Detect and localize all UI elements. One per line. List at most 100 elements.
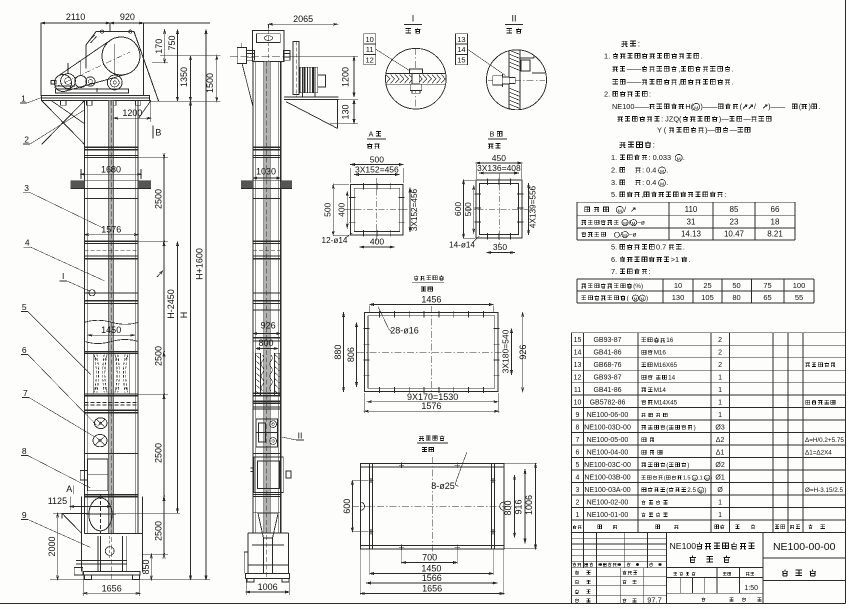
svg-text:NE100-06-00: NE100-06-00: [587, 412, 629, 419]
svg-text:Ø2: Ø2: [715, 462, 724, 469]
svg-text::: :: [649, 267, 651, 276]
svg-text:GB68-76: GB68-76: [593, 362, 621, 369]
svg-text:2: 2: [576, 499, 580, 506]
svg-text:M: M: [623, 233, 627, 238]
svg-text:2065: 2065: [293, 14, 313, 24]
svg-text:1656: 1656: [422, 584, 442, 594]
svg-text:85: 85: [730, 205, 739, 214]
svg-text:806: 806: [346, 347, 356, 362]
svg-text:55: 55: [795, 293, 803, 302]
svg-text:500: 500: [370, 155, 384, 165]
svg-text:2500: 2500: [154, 443, 164, 463]
svg-text:1200: 1200: [341, 67, 351, 87]
svg-text:1656: 1656: [102, 583, 122, 593]
svg-text:NE100-03D-00: NE100-03D-00: [584, 424, 631, 431]
svg-text:.: .: [818, 102, 820, 111]
svg-text:NE100-00-00: NE100-00-00: [773, 541, 836, 553]
svg-text:5.: 5.: [611, 190, 617, 199]
svg-text:16: 16: [666, 337, 674, 344]
svg-text:600: 600: [453, 202, 463, 216]
svg-text:: 0.4: : 0.4: [642, 166, 656, 175]
svg-text:(: (: [799, 102, 802, 111]
svg-text:)——: )——: [768, 102, 786, 111]
svg-text:I: I: [62, 271, 64, 281]
svg-text:66: 66: [771, 205, 780, 214]
svg-text:1006: 1006: [524, 495, 534, 515]
svg-text:400: 400: [370, 237, 384, 247]
svg-text:18: 18: [771, 218, 780, 227]
svg-text:NE100——: NE100——: [612, 102, 650, 111]
svg-text:130: 130: [341, 104, 351, 119]
svg-text:Δ2: Δ2: [716, 437, 725, 444]
svg-text:NE100-03A-00: NE100-03A-00: [584, 487, 630, 494]
svg-text:12: 12: [366, 56, 374, 65]
svg-text:1125: 1125: [48, 496, 67, 506]
svg-text:1.: 1.: [604, 52, 610, 61]
svg-text:NE100: NE100: [670, 541, 697, 551]
svg-text:: JZQ(: : JZQ(: [661, 115, 682, 124]
svg-text:1: 1: [718, 499, 722, 506]
svg-text:5: 5: [576, 462, 580, 469]
svg-text:15: 15: [457, 56, 465, 65]
svg-text:2: 2: [718, 362, 722, 369]
svg-text:28-ø16: 28-ø16: [390, 326, 419, 336]
svg-text:9: 9: [576, 412, 580, 419]
svg-text:II: II: [298, 430, 303, 440]
svg-text:–ø: –ø: [629, 232, 637, 239]
svg-text:105: 105: [701, 293, 714, 302]
svg-text:25: 25: [703, 281, 711, 290]
svg-text:Ø=H-3.15/2.5: Ø=H-3.15/2.5: [805, 487, 843, 494]
svg-text:): ): [687, 462, 689, 469]
svg-text::: :: [724, 190, 726, 199]
svg-text:M: M: [660, 169, 664, 175]
svg-text:Y (: Y (: [657, 126, 667, 135]
svg-text:Δ1: Δ1: [716, 449, 725, 456]
svg-text:M: M: [706, 477, 709, 481]
svg-text:): ): [646, 295, 648, 302]
svg-text:NE100-05-00: NE100-05-00: [587, 437, 629, 444]
svg-text:880: 880: [333, 345, 343, 360]
svg-text:600: 600: [342, 499, 352, 514]
svg-text:2500: 2500: [154, 521, 164, 541]
svg-text:M: M: [660, 182, 664, 188]
svg-text:700: 700: [422, 553, 437, 563]
svg-text:Ø1: Ø1: [715, 474, 724, 481]
svg-text:1: 1: [21, 94, 26, 104]
svg-text:8-ø25: 8-ø25: [431, 481, 455, 491]
svg-text:.: .: [666, 178, 668, 187]
svg-text:M: M: [693, 477, 696, 481]
svg-text:100: 100: [793, 281, 806, 290]
svg-text:,1: ,1: [698, 475, 703, 481]
svg-text:1030: 1030: [256, 167, 276, 177]
svg-text:2110: 2110: [66, 12, 85, 22]
svg-text:: 0.4: : 0.4: [642, 178, 656, 187]
svg-text:500: 500: [463, 202, 473, 216]
svg-text:/: /: [624, 205, 627, 214]
svg-text:M: M: [632, 221, 636, 226]
svg-text:–ø: –ø: [637, 220, 645, 227]
svg-text:8: 8: [22, 446, 27, 456]
svg-text:3.: 3.: [611, 178, 617, 187]
svg-text:10: 10: [574, 399, 582, 406]
svg-text:9: 9: [22, 510, 27, 520]
svg-text:130: 130: [672, 293, 685, 302]
svg-text:80: 80: [732, 293, 740, 302]
svg-text:M16: M16: [654, 350, 667, 357]
svg-text:.: .: [688, 255, 690, 264]
svg-text:H(: H(: [685, 102, 693, 111]
svg-text:GB41-86: GB41-86: [593, 387, 621, 394]
svg-text:2500: 2500: [154, 189, 164, 209]
svg-text:/: /: [629, 220, 631, 227]
svg-text:I: I: [412, 14, 415, 24]
svg-text:7: 7: [576, 437, 580, 444]
svg-text:5: 5: [22, 302, 27, 312]
svg-text:4X139=556: 4X139=556: [529, 185, 538, 228]
svg-text:1350: 1350: [179, 67, 189, 87]
svg-text:.: .: [732, 78, 734, 87]
svg-text:GB93-87: GB93-87: [593, 337, 621, 344]
svg-text:1: 1: [718, 412, 722, 419]
svg-text:1: 1: [576, 512, 580, 519]
svg-text:400: 400: [337, 202, 347, 216]
svg-text:50: 50: [732, 281, 740, 290]
svg-text:1006: 1006: [258, 582, 278, 592]
